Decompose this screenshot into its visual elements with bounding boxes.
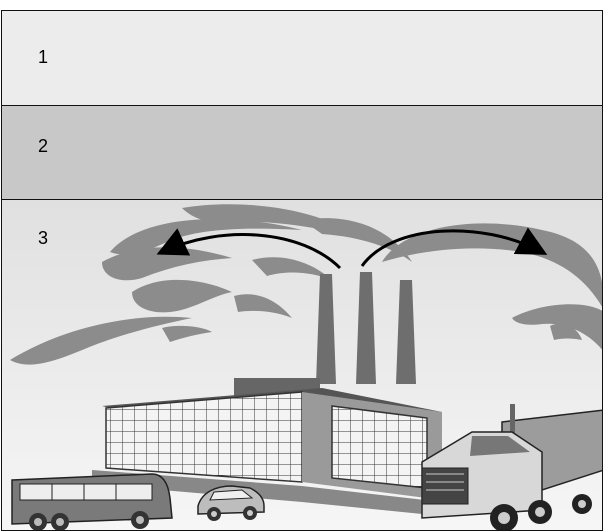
pollution-scene: [2, 200, 603, 531]
layer-3-label: 3: [38, 228, 48, 249]
layer-3: 3: [1, 199, 603, 531]
layer-1: 1: [1, 10, 603, 106]
layer-1-label: 1: [38, 47, 48, 68]
bus-icon: [12, 474, 172, 531]
layer-2-label: 2: [38, 136, 48, 157]
smoke-plume-icon: [10, 204, 603, 364]
layer-2: 2: [1, 105, 603, 200]
truck-icon: [422, 404, 603, 531]
